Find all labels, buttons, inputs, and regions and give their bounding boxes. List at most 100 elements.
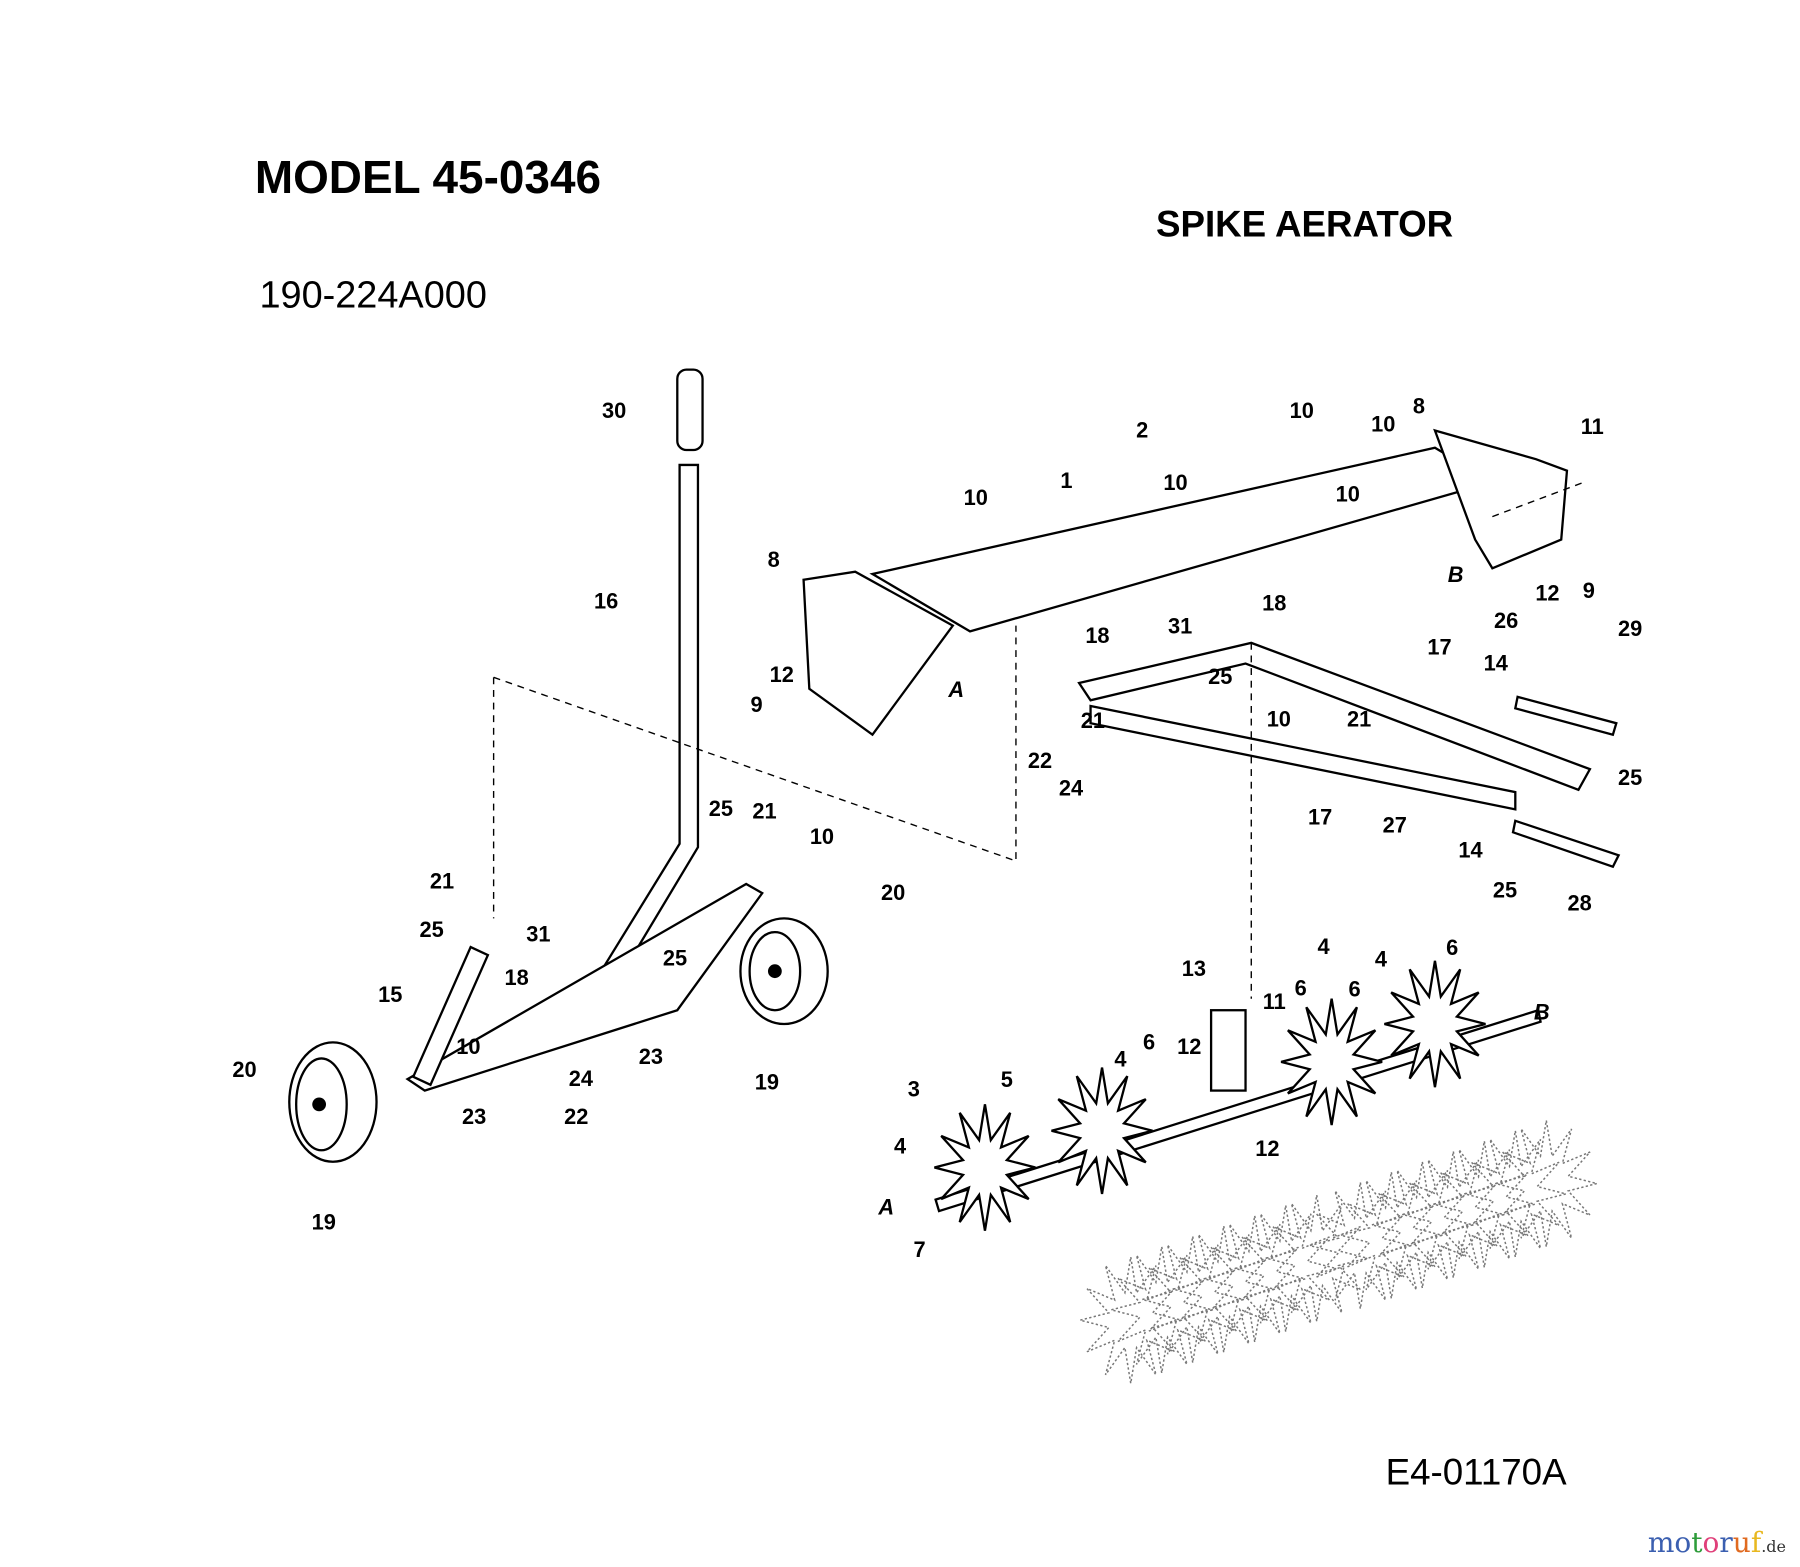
callout-24: 24 [1059, 776, 1083, 801]
callout-12: 12 [770, 662, 794, 687]
callout-4: 4 [894, 1134, 906, 1159]
callout-12: 12 [1535, 580, 1559, 605]
ghost-spike-wheel [1371, 1161, 1474, 1289]
callout-31: 31 [1168, 614, 1192, 639]
callout-4: 4 [1114, 1046, 1126, 1071]
callout-10: 10 [1336, 482, 1360, 507]
ghost-spike-wheel [1080, 1256, 1182, 1384]
ghost-spike-wheel [1235, 1205, 1337, 1332]
ghost-spike-wheel [1266, 1194, 1368, 1322]
ghost-spike-wheel [1340, 1171, 1443, 1299]
ghost-spike-wheel [1142, 1236, 1244, 1363]
guide-lines [492, 481, 1585, 999]
callout-10: 10 [1267, 707, 1291, 732]
callout-15: 15 [378, 982, 402, 1007]
callout-11: 11 [1581, 414, 1604, 439]
callout-27: 27 [1383, 812, 1407, 837]
callout-6: 6 [1349, 976, 1361, 1001]
handle-assembly [405, 368, 764, 1092]
callout-23: 23 [462, 1104, 486, 1129]
wheel-right [739, 917, 829, 1026]
ghost-spike-wheel [1111, 1246, 1213, 1374]
callout-14: 14 [1458, 838, 1482, 863]
callout-29: 29 [1618, 616, 1642, 641]
callout-5: 5 [1001, 1067, 1013, 1092]
callout-19: 19 [755, 1069, 779, 1094]
ghost-spike-wheel [1173, 1225, 1275, 1353]
watermark-letter: m [1647, 1526, 1675, 1559]
callout-25: 25 [1208, 664, 1232, 689]
callout-10: 10 [964, 485, 988, 510]
spike-wheel [1280, 998, 1383, 1126]
callout-20: 20 [232, 1057, 256, 1082]
callout-1: 1 [1060, 468, 1072, 493]
callout-2: 2 [1136, 417, 1148, 442]
watermark-letter: o [1702, 1526, 1720, 1559]
watermark-letter: f [1750, 1526, 1762, 1559]
callout-21: 21 [430, 869, 454, 894]
ghost-spike-wheel [1464, 1130, 1567, 1258]
callout-12: 12 [1177, 1034, 1201, 1059]
callout-16: 16 [594, 588, 618, 613]
callout-18: 18 [1085, 623, 1109, 648]
callout-7: 7 [913, 1237, 925, 1262]
callout-19: 19 [312, 1209, 336, 1234]
watermark-letter: t [1691, 1526, 1703, 1559]
callout-18: 18 [504, 965, 528, 990]
ghost-spike-wheel [1495, 1120, 1597, 1247]
callout-20: 20 [881, 880, 905, 905]
callout-12: 12 [1255, 1136, 1279, 1161]
callout-13: 13 [1182, 956, 1206, 981]
watermark-letter: o [1674, 1526, 1692, 1559]
callout-B: B [1448, 562, 1464, 587]
callout-18: 18 [1262, 591, 1286, 616]
callout-10: 10 [1371, 412, 1395, 437]
callout-8: 8 [768, 547, 780, 572]
callout-4: 4 [1318, 934, 1330, 959]
callout-23: 23 [639, 1044, 663, 1069]
drawing-code: E4-01170A [1386, 1451, 1568, 1492]
ghost-spike-wheel [1204, 1215, 1306, 1343]
callout-22: 22 [564, 1104, 588, 1129]
spike-wheel [934, 1104, 1036, 1231]
callout-8: 8 [1413, 393, 1425, 418]
callout-28: 28 [1567, 890, 1591, 915]
callout-25: 25 [1493, 878, 1517, 903]
spike-wheel [1384, 960, 1486, 1088]
callout-26: 26 [1494, 608, 1518, 633]
callout-14: 14 [1484, 650, 1508, 675]
callout-21: 21 [1347, 707, 1371, 732]
callout-25: 25 [1618, 765, 1642, 790]
watermark-letter: u [1732, 1526, 1751, 1559]
callout-labels: 30 16 10 2 10 8 11 10 1 10 10 8B 12 9 18 18 31 26 29 17 14 25… [232, 393, 1642, 1262]
callout-25: 25 [663, 945, 687, 970]
callout-17: 17 [1427, 634, 1451, 659]
product-title: SPIKE AERATOR [1156, 203, 1453, 244]
callout-25: 25 [420, 917, 444, 942]
callout-9: 9 [1583, 578, 1595, 603]
callout-10: 10 [810, 824, 834, 849]
ghost-spike-wheel [1309, 1182, 1412, 1309]
callout-30: 30 [602, 398, 626, 423]
motoruf-watermark: motoruf.de [1648, 1526, 1786, 1559]
frame-assembly [802, 428, 1621, 869]
callout-6: 6 [1295, 975, 1307, 1000]
model-title: MODEL 45-0346 [255, 151, 601, 203]
watermark-letter: r [1719, 1526, 1733, 1559]
callout-10: 10 [456, 1034, 480, 1059]
part-number: 190-224A000 [259, 275, 486, 317]
callout-21: 21 [1081, 708, 1105, 733]
callout-9: 9 [750, 692, 762, 717]
callout-24: 24 [569, 1066, 593, 1091]
callout-31: 31 [526, 921, 550, 946]
assembled-spike-rows [1080, 1120, 1597, 1384]
callout-11: 11 [1263, 989, 1286, 1014]
callout-A: A [947, 677, 964, 702]
wheel-left [288, 1041, 378, 1163]
spike-axle-assembly [934, 960, 1542, 1231]
callout-17: 17 [1308, 804, 1332, 829]
callout-21: 21 [752, 799, 776, 824]
callout-A: A [877, 1195, 894, 1220]
spike-wheel [1051, 1067, 1153, 1195]
